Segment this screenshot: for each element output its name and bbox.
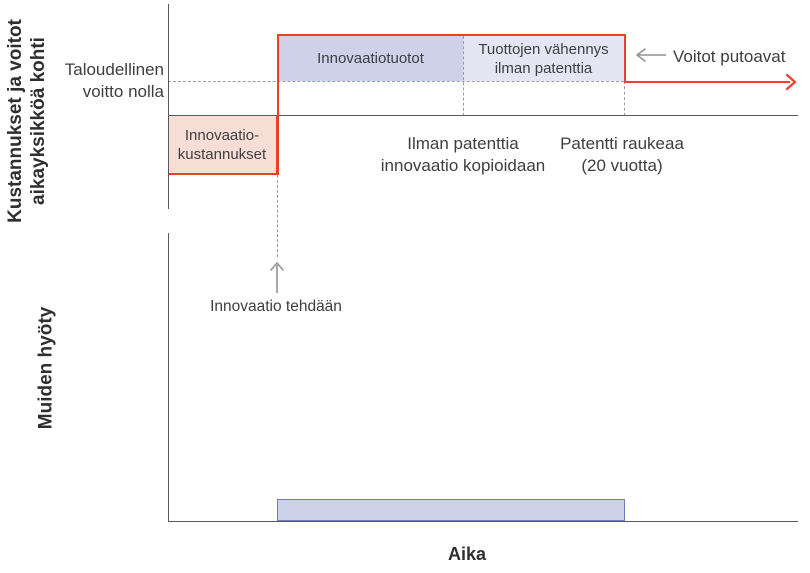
innovation-cost-line1: Innovaatio- [184,126,260,144]
bottom-x-axis [168,521,798,522]
patent-expires-line2: (20 vuotta) [581,156,663,175]
profit-reduction-region: Tuottojen vähennys ilman patenttia [463,36,624,81]
left-arrow-icon [636,48,666,62]
zero-economic-profit-line2: voitto nolla [82,82,164,101]
up-arrow-icon [270,262,284,293]
patent-expires-label: Patentti raukeaa (20 vuotta) [532,133,712,177]
profit-reduction-line1: Tuottojen vähennys [478,40,609,58]
top-y-axis-title: Kustannukset ja voitot aikayksikköä koht… [4,19,50,223]
zero-economic-profit-dashed-line [168,81,624,82]
innovation-cost-region: Innovaatio- kustannukset [168,116,278,175]
innovation-time-dashed-line [277,175,278,257]
benefit-to-others-bar [277,499,625,521]
profit-reduction-line2: ilman patenttia [494,59,593,77]
red-right-arrow-icon [785,73,797,91]
copied-without-patent-line1: Ilman patenttia [407,134,519,153]
copied-without-patent-label: Ilman patenttia innovaatio kopioidaan [353,133,573,177]
top-y-axis-title-line1: Kustannukset ja voitot [5,19,26,223]
patent-expires-line1: Patentti raukeaa [560,134,684,153]
innovation-rents-region: Innovaatiotuotot [278,36,463,81]
red-profit-drop-line [624,34,626,83]
copy-time-dashed-line [463,36,464,116]
zero-economic-profit-line1: Taloudellinen [64,60,164,79]
innovation-rents-label: Innovaatiotuotot [317,50,424,67]
patent-expiry-dashed-line [624,81,625,116]
innovation-cost-line2: kustannukset [177,145,267,163]
profits-fall-label: Voitot putoavat [673,47,786,66]
x-axis-title: Aika [447,544,487,564]
bottom-y-axis-title: Muiden hyöty [35,306,57,430]
zero-economic-profit-label: Taloudellinen voitto nolla [20,59,164,103]
top-y-axis-title-line2: aikayksikköä kohti [28,37,49,205]
red-step-rise-line [277,34,279,175]
red-post-patent-line [624,81,790,83]
innovation-made-label: Innovaatio tehdään [210,298,342,315]
top-zero-axis [168,115,798,116]
red-profit-top-line [277,34,626,36]
top-y-axis [168,4,169,209]
bottom-y-axis [168,233,169,522]
copied-without-patent-line2: innovaatio kopioidaan [380,156,546,175]
